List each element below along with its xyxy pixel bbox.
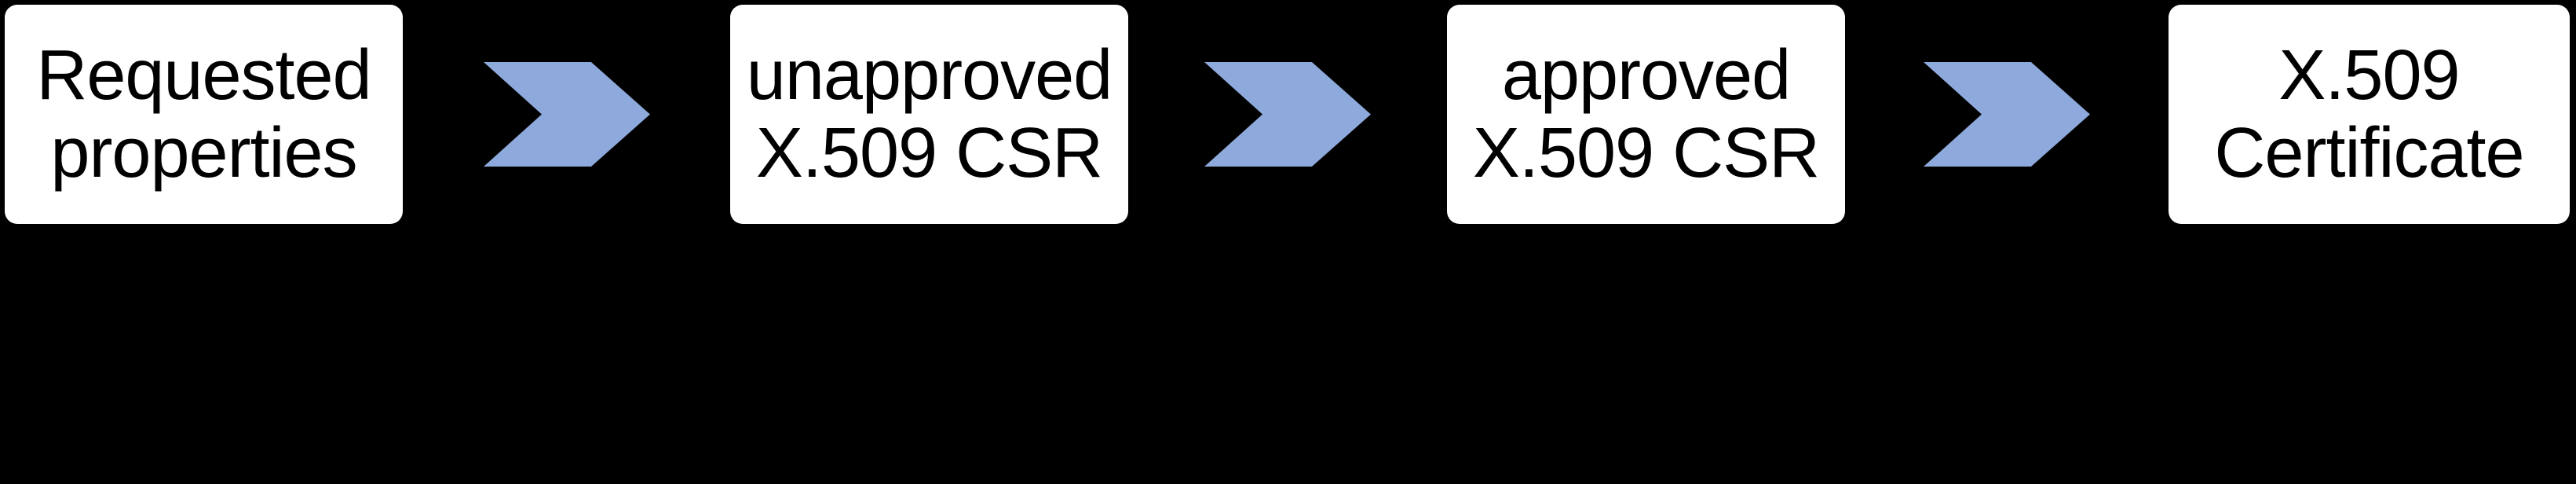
- chevron-right-arrow-icon: [484, 62, 650, 167]
- step-label-line: properties: [50, 113, 357, 192]
- flow-step-x509-certificate: X.509 Certificate: [2169, 5, 2570, 224]
- step-label-line: Certificate: [2214, 113, 2524, 192]
- step-label-line: X.509 CSR: [1472, 113, 1820, 192]
- flow-step-requested-properties: Requested properties: [5, 5, 403, 224]
- step-label-line: approved: [1501, 36, 1791, 116]
- step-label-line: X.509 CSR: [755, 113, 1103, 192]
- step-label-line: X.509: [2278, 36, 2460, 116]
- flow-step-unapproved-csr: unapproved X.509 CSR: [730, 5, 1128, 224]
- step-label-line: Requested: [36, 36, 371, 116]
- flow-step-approved-csr: approved X.509 CSR: [1447, 5, 1845, 224]
- step-label-line: unapproved: [746, 36, 1113, 116]
- chevron-right-arrow-icon: [1924, 62, 2090, 167]
- chevron-right-arrow-icon: [1204, 62, 1371, 167]
